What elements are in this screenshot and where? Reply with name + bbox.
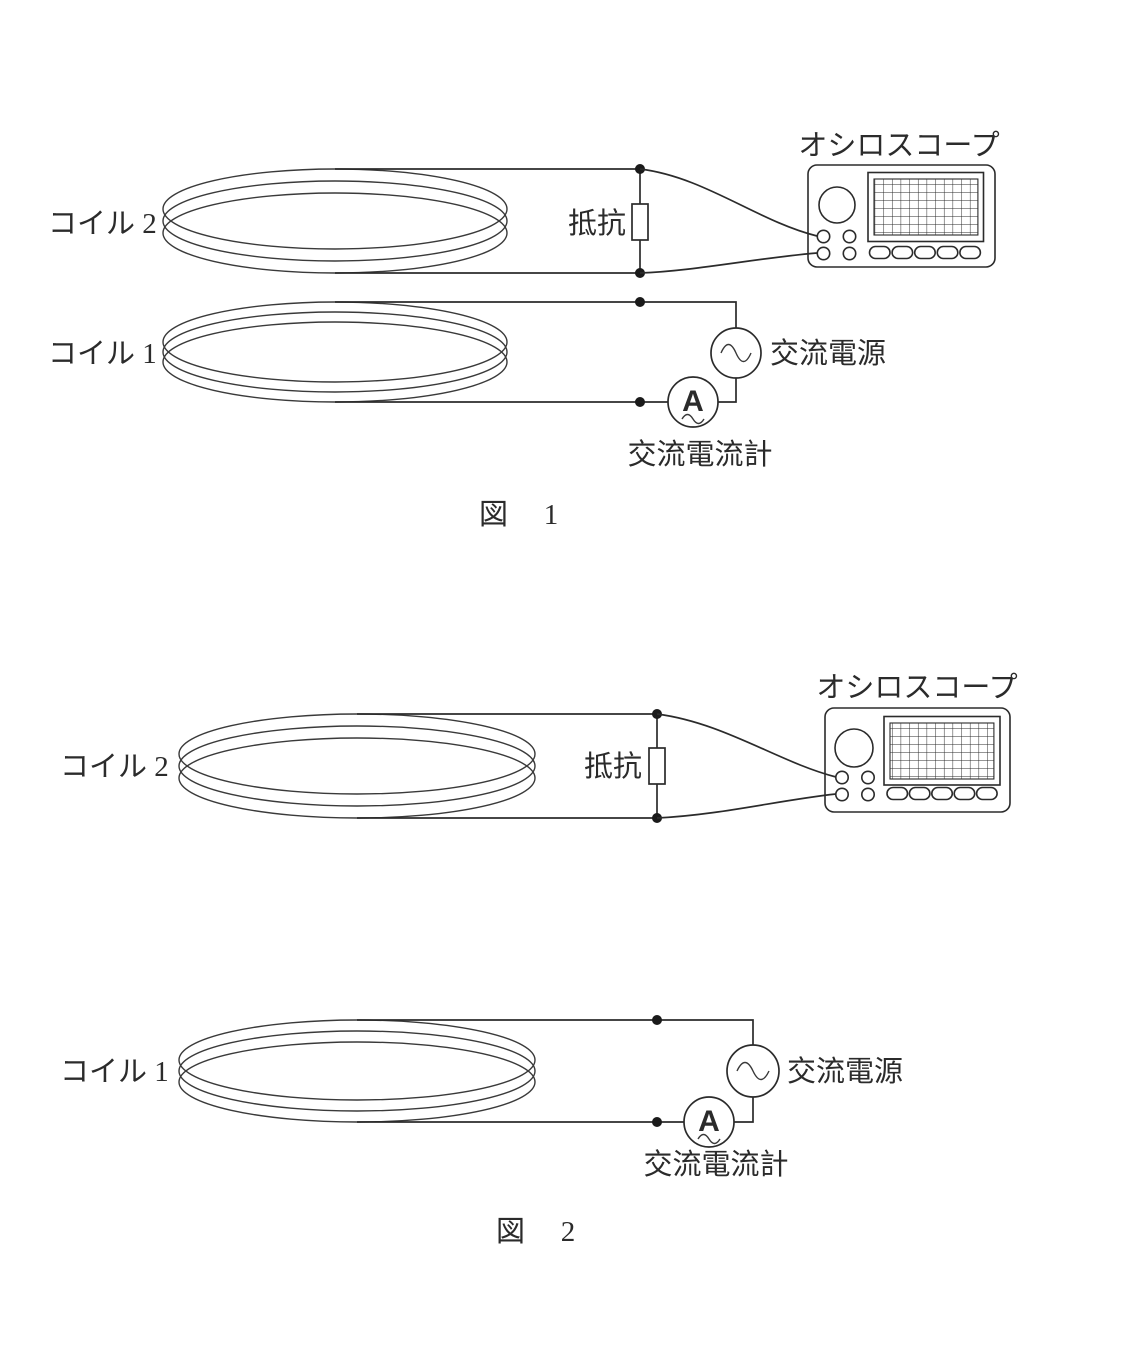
scope-button xyxy=(908,786,931,801)
sine-symbol xyxy=(681,413,705,425)
scope-screen xyxy=(867,171,985,243)
fig2-coil1-label: コイル 1 xyxy=(60,1056,169,1088)
fig2-resistor-icon xyxy=(648,747,666,785)
fig2-caption: 図 2 xyxy=(496,1216,575,1248)
fig1-coil1-label: コイル 1 xyxy=(48,338,157,370)
scope-body xyxy=(807,164,996,268)
scope-knob xyxy=(818,186,856,224)
fig2-ammeter-icon: A xyxy=(683,1096,735,1148)
coil-turn xyxy=(178,725,536,807)
fig1-ammeter-label: 交流電流計 xyxy=(627,438,772,471)
scope-button xyxy=(886,786,909,801)
wire xyxy=(335,301,737,328)
scope-knob xyxy=(834,728,874,768)
scope-jack xyxy=(860,770,875,785)
fig2-oscilloscope-icon xyxy=(824,707,1011,813)
fig1-ac-source-icon xyxy=(710,327,762,379)
junction-dot xyxy=(652,1117,662,1127)
fig1-coil2-label: コイル 2 xyxy=(48,208,157,240)
ammeter-letter: A xyxy=(682,385,704,418)
scope-jack xyxy=(842,246,857,261)
fig1-ac-source-label: 交流電源 xyxy=(770,337,886,370)
coil-turn xyxy=(178,1030,536,1112)
scope-jack xyxy=(834,770,849,785)
ammeter-letter: A xyxy=(698,1105,720,1138)
fig2-ac-source-label: 交流電源 xyxy=(787,1055,903,1088)
fig1-oscilloscope-icon xyxy=(807,164,996,268)
scope-jack xyxy=(816,246,831,261)
scope-screen-grid xyxy=(873,178,979,236)
fig1-ammeter-icon: A xyxy=(667,376,719,428)
scope-screen xyxy=(883,715,1001,786)
sine-symbol xyxy=(736,1061,770,1081)
fig2-coil2-label: コイル 2 xyxy=(60,751,169,783)
scope-screen-grid xyxy=(889,722,995,780)
junction-dot xyxy=(635,397,645,407)
ammeter-circle xyxy=(683,1096,735,1148)
wire xyxy=(734,1097,754,1123)
fig2-probe-wire-bottom xyxy=(656,793,837,819)
scope-button xyxy=(936,245,959,260)
fig1-caption: 図 1 xyxy=(479,499,558,531)
caption-prefix: 図 xyxy=(479,499,508,531)
caption-number: 1 xyxy=(544,499,559,531)
ammeter-circle xyxy=(667,376,719,428)
scope-jack xyxy=(860,787,875,802)
junction-dot xyxy=(635,297,645,307)
fig1-oscilloscope-label: オシロスコープ xyxy=(798,130,999,162)
scope-button xyxy=(975,786,998,801)
scope-button xyxy=(891,245,914,260)
sine-symbol xyxy=(697,1133,721,1145)
scope-jack xyxy=(834,787,849,802)
fig1-resistor-label: 抵抗 xyxy=(568,207,626,240)
scope-body xyxy=(824,707,1011,813)
fig2-ac-source-icon xyxy=(726,1044,780,1098)
fig1-resistor-branch: 抵抗 xyxy=(335,164,649,278)
fig1-probe-wire-bottom xyxy=(639,252,818,274)
fig1-drive-circuit: A 交流電源 交流電流計 xyxy=(335,297,886,471)
junction-dot xyxy=(652,1015,662,1025)
figure-1: コイル 2 抵抗 xyxy=(48,130,1000,531)
coil-turn xyxy=(162,311,508,393)
coil-turn xyxy=(178,1019,536,1101)
scope-jack xyxy=(816,229,831,244)
wire xyxy=(357,1019,754,1045)
scope-button xyxy=(868,245,891,260)
fig2-resistor-branch: 抵抗 xyxy=(357,709,666,823)
scope-jack xyxy=(842,229,857,244)
fig2-drive-circuit: A 交流電源 交流電流計 xyxy=(357,1015,903,1181)
fig2-coil1-icon xyxy=(178,1019,536,1123)
sine-symbol xyxy=(720,343,752,363)
fig2-probe-wire-top xyxy=(656,713,837,778)
fig1-resistor-icon xyxy=(631,203,649,241)
scope-button xyxy=(913,245,937,260)
caption-number: 2 xyxy=(561,1216,576,1248)
scope-button xyxy=(953,786,976,801)
figure-2: コイル 2 抵抗 xyxy=(60,672,1018,1248)
caption-prefix: 図 xyxy=(496,1216,525,1248)
coil-turn xyxy=(162,180,508,262)
coil-turn xyxy=(162,301,508,383)
fig2-resistor-label: 抵抗 xyxy=(584,750,642,783)
fig1-coil1-icon xyxy=(162,301,508,403)
fig2-oscilloscope-label: オシロスコープ xyxy=(816,672,1017,704)
coil-turn xyxy=(162,321,508,403)
fig1-coil2-icon xyxy=(162,168,508,274)
fig2-ammeter-label: 交流電流計 xyxy=(643,1148,788,1181)
wire xyxy=(718,378,737,403)
fig1-probe-wire-top xyxy=(639,168,818,237)
scope-button xyxy=(930,786,954,801)
scope-button xyxy=(959,245,982,260)
coil-turn xyxy=(178,1041,536,1123)
fig2-coil2-icon xyxy=(178,713,536,819)
